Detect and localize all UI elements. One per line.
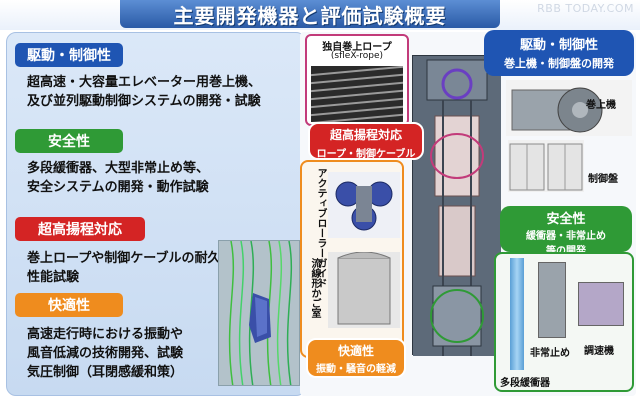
shaft-graphic	[413, 56, 501, 356]
elevator-shaft-illustration	[412, 55, 501, 356]
cabin-label: 流線形かご室	[309, 258, 320, 318]
badge-comfort: 快適性	[15, 293, 123, 317]
callout-subtitle: 巻上機・制御盤の開発	[504, 57, 614, 70]
desc-line: 高速走行時における振動や	[27, 327, 184, 342]
callout-title: 安全性	[546, 212, 586, 227]
safety-callout: 安全性 緩衝器・非常止め 等の開発	[500, 206, 632, 257]
roller-guide-label: アクティブローラーガイド	[315, 168, 326, 288]
desc-line: 性能試験	[27, 270, 80, 285]
callout-subtitle: 振動・騒音の軽減	[316, 364, 396, 375]
control-panel-photo	[508, 140, 584, 192]
badge-drive-control: 駆動・制御性	[15, 43, 123, 67]
desc-line: 安全システムの開発・動作試験	[27, 180, 209, 195]
desc-line: 風音低減の技術開発、試験	[27, 346, 184, 361]
callout-subtitle: ロープ・制御ケーブル	[316, 149, 416, 160]
desc-safety: 多段緩衝器、大型非常止め等、 安全システムの開発・動作試験	[27, 159, 307, 197]
badge-safety: 安全性	[15, 129, 123, 153]
callout-title: 快適性	[337, 344, 374, 358]
streamline-graphic	[219, 241, 299, 385]
buffer-label: 多段緩衝器	[500, 378, 550, 389]
emergency-stop-photo	[538, 262, 566, 338]
callout-subtitle-2: 等の開発	[500, 242, 632, 257]
hoist-label: 巻上機	[586, 100, 616, 111]
hoist-machine-photo	[506, 80, 632, 136]
streamlined-cabin-photo	[328, 252, 400, 328]
multi-stage-buffer-photo	[510, 258, 524, 370]
comfort-callout: 快適性 振動・騒音の軽減	[306, 338, 406, 378]
airflow-simulation-image	[218, 240, 300, 386]
desc-line: 及び並列駆動制御システムの開発・試験	[27, 94, 261, 109]
callout-title: 超高揚程対応	[329, 128, 402, 142]
desc-line: 多段緩衝器、大型非常止め等、	[27, 161, 210, 176]
desc-line: 超高速・大容量エレベーター用巻上機、	[27, 75, 262, 90]
rope-title: 独自巻上ロープ	[322, 42, 392, 53]
control-panel-label: 制御盤	[588, 174, 618, 185]
rope-subtitle: (sfleX-rope)	[330, 51, 384, 61]
desc-comfort: 高速走行時における振動や 風音低減の技術開発、試験 気圧制御（耳閉感緩和策）	[27, 325, 227, 382]
high-rise-callout: 超高揚程対応 ロープ・制御ケーブル	[308, 122, 424, 160]
callout-subtitle: 緩衝器・非常止め	[526, 231, 606, 242]
desc-drive-control: 超高速・大容量エレベーター用巻上機、 及び並列駆動制御システムの開発・試験	[27, 73, 307, 111]
emergency-stop-label: 非常止め	[530, 348, 570, 359]
control-panel-image	[509, 143, 583, 191]
drive-control-callout: 駆動・制御性 巻上機・制御盤の開発	[484, 30, 634, 76]
governor-photo	[578, 282, 624, 326]
desc-line: 巻上ロープや制御ケーブルの耐久、	[27, 251, 234, 266]
badge-high-rise: 超高揚程対応	[15, 217, 145, 241]
watermark: RBB TODAY.COM	[537, 2, 634, 15]
desc-line: 気圧制御（耳閉感緩和策）	[27, 365, 184, 380]
governor-label: 調速機	[584, 346, 614, 357]
roller-guide-image	[335, 181, 393, 231]
rope-photo-card: 独自巻上ロープ (sfleX-rope)	[305, 34, 409, 126]
rope-image	[311, 66, 403, 122]
hoist-image	[506, 80, 632, 136]
desc-high-rise: 巻上ロープや制御ケーブルの耐久、 性能試験	[27, 249, 307, 287]
left-panel: 駆動・制御性 超高速・大容量エレベーター用巻上機、 及び並列駆動制御システムの開…	[6, 32, 306, 396]
roller-guide-photo	[328, 172, 400, 238]
callout-title: 駆動・制御性	[519, 38, 598, 53]
page-title: 主要開発機器と評価試験概要	[120, 0, 500, 28]
cabin-image	[337, 252, 391, 325]
